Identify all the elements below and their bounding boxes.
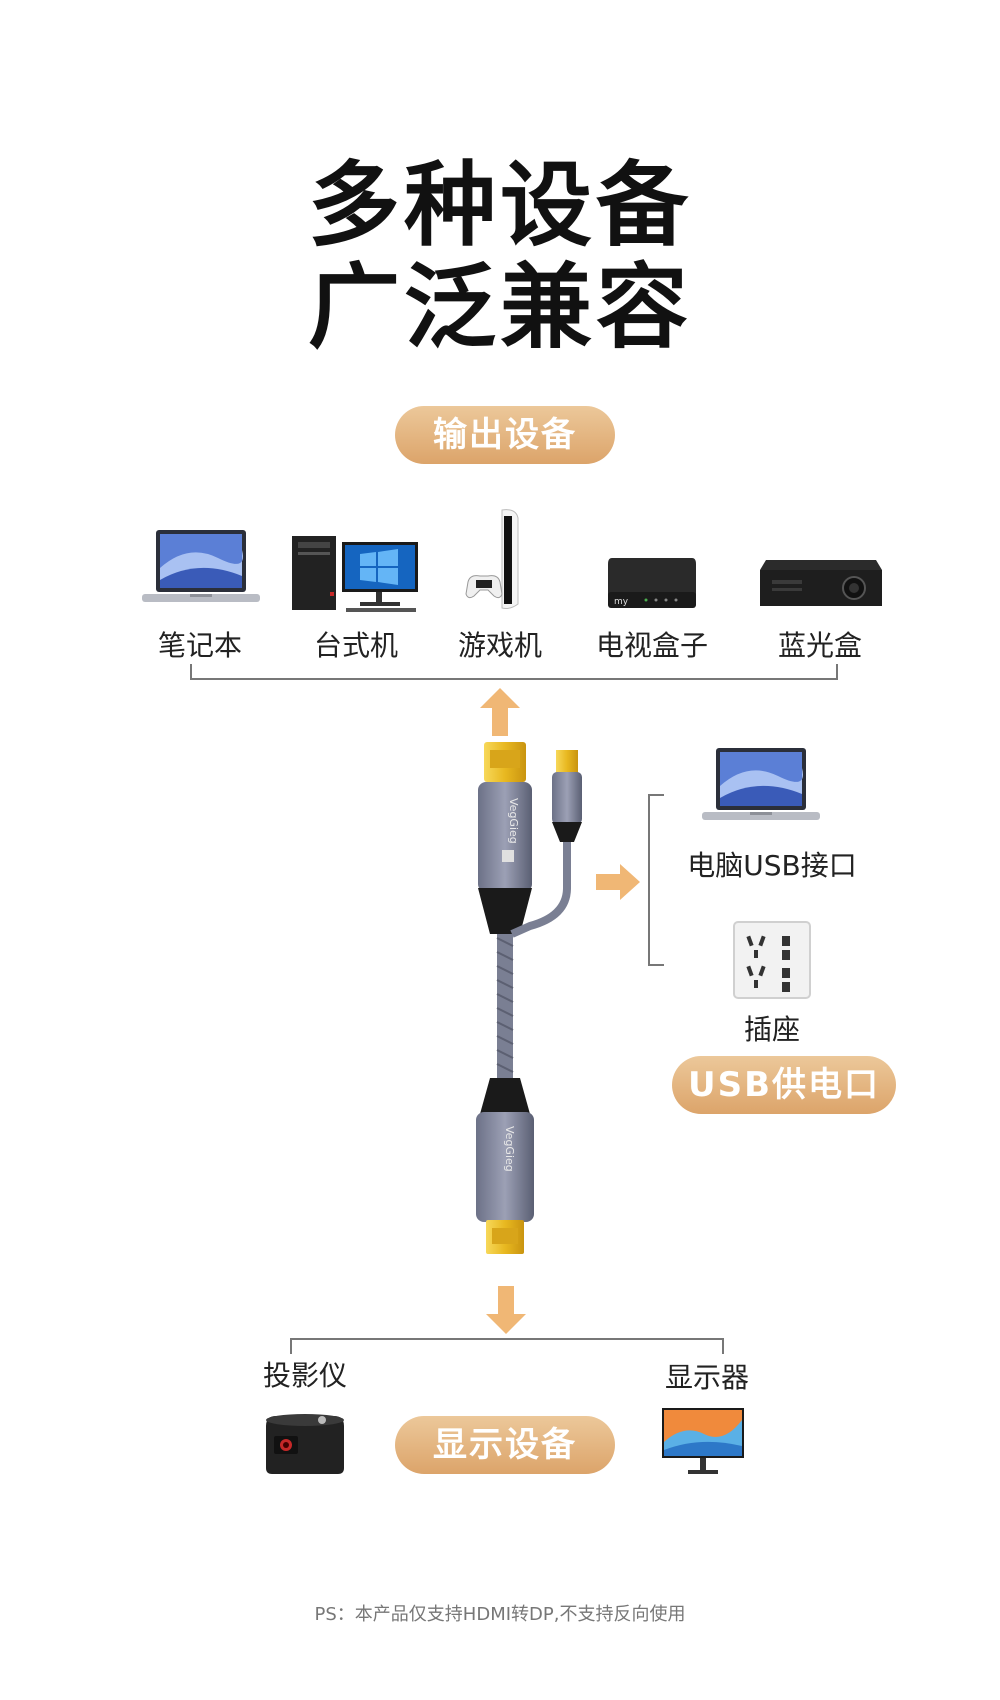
arrow-right-icon: [596, 864, 640, 900]
footnote: PS：本产品仅支持HDMI转DP,不支持反向使用: [314, 1604, 686, 1625]
arrow-down-icon: [486, 1286, 526, 1334]
device-label-laptop: 笔记本: [157, 629, 242, 662]
laptop-icon: [702, 748, 820, 820]
device-label-projector: 投影仪: [262, 1359, 347, 1392]
svg-text:VegGieg: VegGieg: [503, 1126, 516, 1172]
output-devices-bracket: [190, 664, 838, 680]
projector-icon: [266, 1414, 344, 1474]
laptop-icon: [142, 530, 260, 602]
power-source-label-usb: 电脑USB接口: [687, 849, 857, 882]
device-label-game-console: 游戏机: [457, 629, 542, 662]
power-source-label-socket: 插座: [743, 1013, 800, 1046]
device-label-desktop: 台式机: [313, 629, 398, 662]
hdmi-to-dp-cable-illustration: VegGieg VegGieg: [476, 742, 582, 1254]
bluray-player-icon: [760, 560, 882, 606]
usb-power-pill: USB供电口: [672, 1056, 896, 1114]
display-devices-pill: 显示设备: [395, 1416, 615, 1474]
svg-text:VegGieg: VegGieg: [507, 798, 520, 844]
title-line-2: 广泛兼容: [307, 254, 692, 361]
display-devices-bracket: [290, 1338, 724, 1354]
tv-box-icon: my: [608, 558, 696, 608]
device-label-monitor: 显示器: [664, 1361, 749, 1394]
svg-text:my: my: [614, 597, 629, 607]
device-label-tv-box: 电视盒子: [595, 629, 708, 662]
desktop-pc-icon: [292, 536, 418, 612]
device-label-bluray: 蓝光盒: [777, 629, 862, 662]
wall-socket-icon: [733, 921, 811, 999]
monitor-icon: [662, 1408, 744, 1474]
arrow-up-icon: [480, 688, 520, 736]
power-sources-bracket: [648, 794, 664, 966]
game-console-icon: [465, 509, 519, 609]
output-devices-pill: 输出设备: [395, 406, 615, 464]
title-line-1: 多种设备: [307, 152, 692, 259]
